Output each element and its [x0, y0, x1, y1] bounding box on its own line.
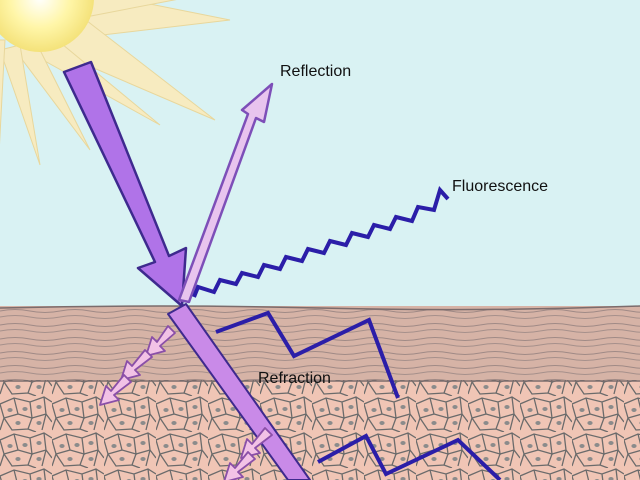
sun-icon [0, 0, 231, 166]
skin-surface-line [0, 305, 640, 311]
scatter-arrows [99, 325, 273, 480]
fluorescence-label: Fluorescence [452, 178, 548, 195]
refraction-path-lower [317, 433, 502, 480]
reflection-label: Reflection [280, 63, 351, 80]
cell-layer [0, 380, 640, 480]
refracted-beam [167, 303, 311, 480]
reflected-beam-arrow [177, 82, 274, 304]
fluorescence-wave [192, 185, 450, 298]
refraction-path-upper [215, 310, 400, 399]
refraction-label: Refraction [258, 370, 331, 387]
incident-beam-arrow [62, 60, 188, 308]
